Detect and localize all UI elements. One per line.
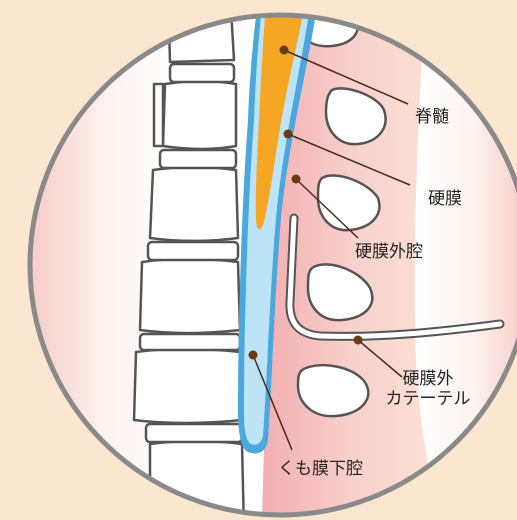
catheter-marker (354, 336, 363, 345)
label-dura: 硬膜 (428, 190, 462, 210)
label-subarachnoid-space: くも膜下腔 (278, 460, 363, 480)
label-spinal-cord: 脊髄 (415, 108, 449, 128)
spinal-cord-marker (280, 46, 289, 55)
right-tissue (420, 0, 517, 520)
vertebra-3 (150, 167, 238, 241)
epidural-space-marker (292, 175, 301, 184)
label-epidural-catheter-line2: カテーテル (378, 390, 478, 410)
dura-marker (284, 130, 293, 139)
label-epidural-catheter: 硬膜外 カテーテル (378, 370, 478, 409)
vertebra-4 (140, 259, 240, 333)
subarachnoid-marker (249, 351, 258, 360)
label-epidural-space: 硬膜外腔 (355, 243, 423, 263)
vertebra-2 (163, 81, 236, 149)
label-epidural-catheter-line1: 硬膜外 (378, 370, 478, 390)
vertebra-1 (168, 0, 234, 62)
vertebra-5 (134, 349, 242, 423)
